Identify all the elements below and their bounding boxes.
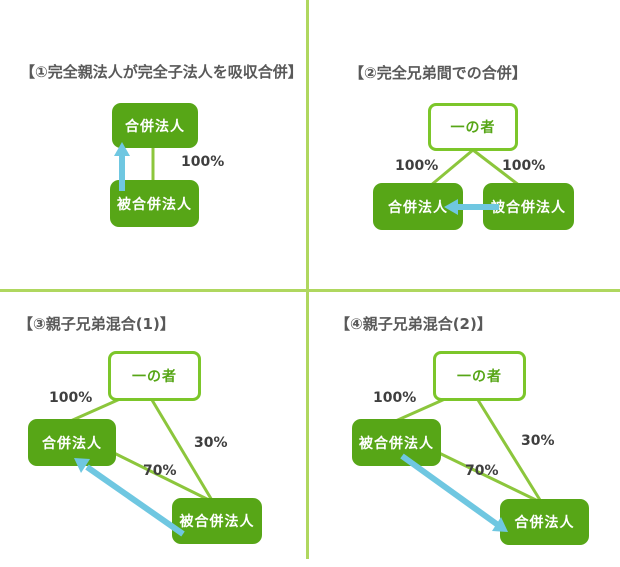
q1-percent-label: 100% (181, 154, 225, 170)
q1-merging-corp-box: 合併法人 (112, 103, 198, 148)
q1-merged-corp-box: 被合併法人 (110, 180, 199, 227)
q3-percent-label-70: 70% (143, 463, 177, 479)
q3-merging-corp-box: 合併法人 (28, 419, 116, 466)
q4-percent-label-70: 70% (465, 463, 499, 479)
q4-title: 【④親子兄弟混合(2)】 (335, 315, 492, 333)
q3-ownership-line-30 (150, 399, 215, 503)
q4-merged-corp-box: 被合併法人 (352, 419, 441, 466)
divider-vertical (306, 0, 309, 559)
q2-title: 【②完全兄弟間での合併】 (349, 64, 527, 82)
q4-parent-box: 一の者 (433, 351, 526, 401)
q4-percent-label-100: 100% (373, 390, 417, 406)
q2-merging-corp-box: 合併法人 (373, 183, 463, 230)
q2-percent-label-left: 100% (395, 158, 439, 174)
divider-horizontal (0, 289, 620, 292)
q2-parent-box: 一の者 (428, 103, 518, 151)
q3-title: 【③親子兄弟混合(1)】 (18, 315, 175, 333)
q3-percent-label-30: 30% (194, 435, 228, 451)
q3-merged-corp-box: 被合併法人 (172, 498, 262, 544)
q2-merged-corp-box: 被合併法人 (483, 183, 574, 230)
q3-percent-label-100: 100% (49, 390, 93, 406)
q4-merging-corp-box: 合併法人 (500, 499, 589, 545)
q1-title: 【①完全親法人が完全子法人を吸収合併】 (20, 63, 303, 81)
q4-percent-label-30: 30% (521, 433, 555, 449)
q3-parent-box: 一の者 (108, 351, 201, 401)
q4-ownership-line-30 (476, 399, 542, 501)
q2-percent-label-right: 100% (502, 158, 546, 174)
